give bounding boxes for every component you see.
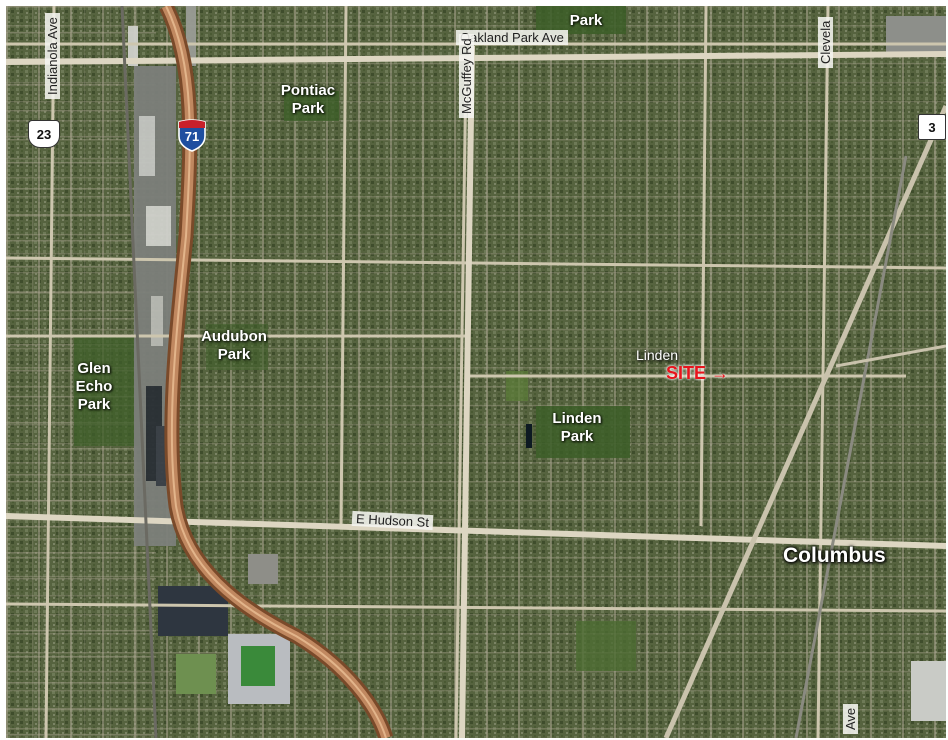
park-label-linden: Linden Park [552, 410, 602, 445]
road-label-cleveland: Clevela [818, 16, 833, 68]
road-label-oakland: Oakland Park Ave [456, 30, 568, 45]
us-route-23-number: 23 [36, 126, 52, 142]
diagonal-roads [663, 104, 946, 738]
state-route-3-number: 3 [928, 119, 936, 135]
road-label-mcguffey: McGuffey Rd [459, 34, 474, 118]
neighborhood-label-linden: Linden [636, 347, 679, 363]
park-areas [74, 6, 636, 671]
state-route-3-shield: 3 [918, 114, 946, 140]
us-route-23-shield: 23 [28, 120, 60, 148]
park-label-audubon: Audubon Park [201, 328, 267, 363]
site-marker-label: SITE → [666, 363, 730, 383]
park-label-glen-echo: Glen Echo Park [75, 360, 113, 413]
city-label-columbus: Columbus [783, 544, 886, 567]
stadium-area [158, 16, 946, 721]
road-label-ave: Ave [843, 703, 858, 734]
interstate-shield-icon [178, 119, 206, 152]
interstate-71-number: 71 [184, 129, 200, 144]
park-label-top: Park [569, 12, 603, 29]
park-label-pontiac: Pontiac Park [280, 82, 336, 117]
industrial-corridor [128, 6, 196, 546]
aerial-map[interactable]: Oakland Park Ave McGuffey Rd Indianola A… [6, 6, 946, 738]
arterials [6, 45, 946, 738]
interstate-71-shield: 71 [177, 118, 207, 152]
road-label-indianola: Indianola Ave [45, 13, 60, 99]
map-imagery [6, 6, 946, 738]
railroad [120, 6, 158, 738]
